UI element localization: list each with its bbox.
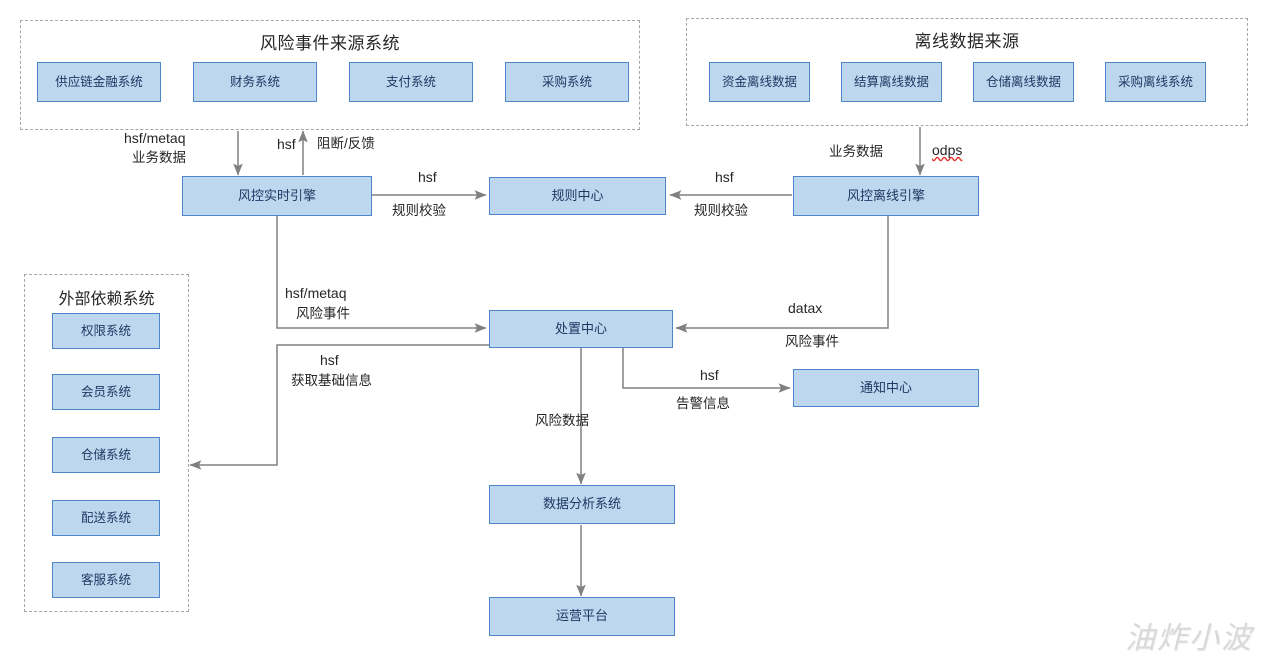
edge-label-realtime-to-disposal-kind: 风险事件 — [296, 306, 350, 321]
group-offline-data-source: 离线数据来源 — [686, 18, 1248, 126]
node-disposal-center[interactable]: 处置中心 — [489, 310, 673, 348]
edge-label-realtime-to-source-protocol: hsf — [277, 136, 296, 152]
edge-label-realtime-to-rule-kind: 规则校验 — [392, 203, 446, 218]
edge-label-offlinesrc-to-offline-protocol: odps — [932, 142, 963, 158]
edge-label-offline-to-disposal-kind: 风险事件 — [785, 334, 839, 349]
node-notification-center[interactable]: 通知中心 — [793, 369, 979, 407]
node-procurement-offline-system[interactable]: 采购离线系统 — [1105, 62, 1206, 102]
group-risk-event-source-title: 风险事件来源系统 — [260, 34, 400, 53]
node-customer-service-system[interactable]: 客服系统 — [52, 562, 160, 598]
watermark: 油炸小波 — [1125, 621, 1253, 656]
node-ops-platform[interactable]: 运营平台 — [489, 597, 675, 636]
node-payment-system[interactable]: 支付系统 — [349, 62, 473, 102]
group-external-dependency-title: 外部依赖系统 — [58, 291, 155, 308]
node-procurement-system[interactable]: 采购系统 — [505, 62, 629, 102]
node-offline-risk-engine[interactable]: 风控离线引擎 — [793, 176, 979, 216]
edge-label-disposal-to-external-protocol: hsf — [320, 352, 339, 368]
edge-label-realtime-to-disposal-protocol: hsf/metaq — [285, 285, 347, 301]
edge-label-disposal-to-analysis-kind: 风险数据 — [535, 413, 589, 428]
group-risk-event-source: 风险事件来源系统 — [20, 20, 640, 130]
edge-label-offline-to-rule-protocol: hsf — [715, 169, 734, 185]
edge-label-realtime-to-source-kind: 阻断/反馈 — [317, 136, 375, 151]
edge-label-source-to-realtime-kind: 业务数据 — [132, 150, 186, 165]
edge-label-disposal-to-notify-protocol: hsf — [700, 367, 719, 383]
edge-label-offlinesrc-to-offline-kind: 业务数据 — [829, 144, 883, 159]
group-external-dependency: 外部依赖系统 — [24, 274, 189, 612]
node-member-system[interactable]: 会员系统 — [52, 374, 160, 410]
edge-label-disposal-to-notify-kind: 告警信息 — [676, 396, 730, 411]
edge-label-offline-to-rule-kind: 规则校验 — [694, 203, 748, 218]
edge-label-disposal-to-external-kind: 获取基础信息 — [291, 373, 372, 388]
node-warehouse-system[interactable]: 仓储系统 — [52, 437, 160, 473]
group-offline-data-source-title: 离线数据来源 — [914, 32, 1020, 51]
edge-disposal-to-external — [189, 344, 490, 470]
node-settlement-offline-data[interactable]: 结算离线数据 — [841, 62, 942, 102]
node-finance-system[interactable]: 财务系统 — [193, 62, 317, 102]
node-realtime-risk-engine[interactable]: 风控实时引擎 — [182, 176, 372, 216]
node-permission-system[interactable]: 权限系统 — [52, 313, 160, 349]
node-warehouse-offline-data[interactable]: 仓储离线数据 — [973, 62, 1074, 102]
node-fund-offline-data[interactable]: 资金离线数据 — [709, 62, 810, 102]
edge-label-offline-to-disposal-protocol: datax — [788, 300, 823, 316]
node-supply-chain-finance-system[interactable]: 供应链金融系统 — [37, 62, 161, 102]
node-rule-center[interactable]: 规则中心 — [489, 177, 666, 215]
node-delivery-system[interactable]: 配送系统 — [52, 500, 160, 536]
edge-label-realtime-to-rule-protocol: hsf — [418, 169, 437, 185]
edge-label-source-to-realtime-protocol: hsf/metaq — [124, 130, 186, 146]
node-data-analysis-system[interactable]: 数据分析系统 — [489, 485, 675, 524]
edge-offline-to-disposal — [675, 216, 889, 333]
